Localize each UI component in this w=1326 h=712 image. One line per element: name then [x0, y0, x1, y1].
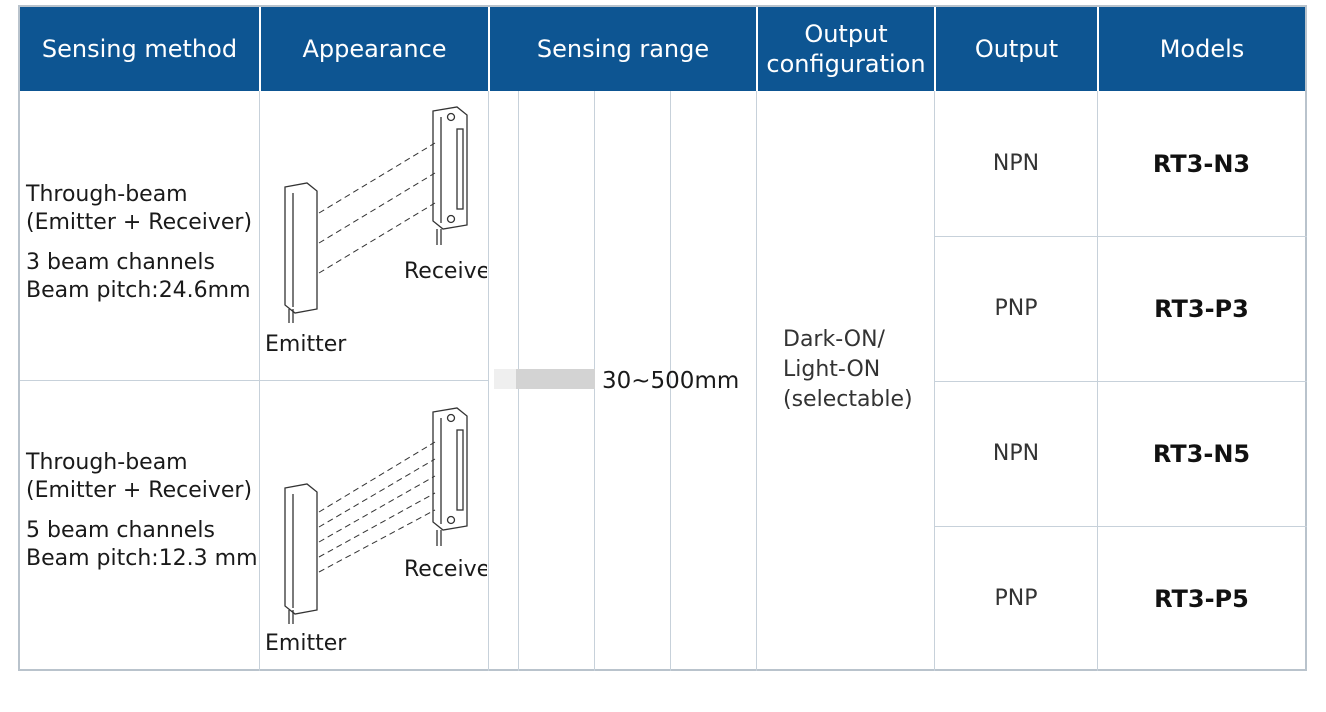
header-output-configuration-line1: Output: [804, 20, 888, 48]
grid-hline: [934, 526, 1307, 527]
model-2: RT3-P3: [1154, 295, 1249, 323]
beam-lines-3: [318, 142, 436, 274]
output-type-4: PNP: [994, 586, 1038, 611]
output-type-2: PNP: [994, 296, 1038, 321]
output-config-line1: Dark-ON/: [783, 327, 885, 352]
output-type-1: NPN: [992, 150, 1040, 176]
output-config-line2: Light-ON: [783, 357, 881, 382]
method-title: Through-beam: [26, 450, 188, 475]
grid-vline: [756, 91, 757, 671]
model-4: RT3-P5: [1154, 585, 1249, 613]
sensing-range-value: 30~500mm: [602, 368, 740, 394]
receiver-body: [432, 407, 468, 531]
receiver-label: Receiver: [404, 259, 487, 284]
beam-channels: 3 beam channels: [26, 250, 215, 275]
receiver-label: Receiver: [404, 557, 487, 582]
product-table: Sensing method Appearance Sensing range …: [18, 5, 1307, 671]
grid-hline: [20, 380, 488, 381]
output-type-3: NPN: [992, 441, 1040, 466]
grid-hline: [934, 381, 1307, 382]
sensing-range-bar: [494, 369, 595, 389]
sensor-drawing-3-beam: Receiver Emitter: [265, 106, 487, 357]
header-appearance-label: Appearance: [302, 35, 447, 63]
method-title: Through-beam: [26, 182, 188, 207]
emitter-label: Emitter: [265, 332, 347, 357]
output-configuration: Dark-ON/ Light-ON (selectable): [783, 325, 913, 415]
grid-vline: [670, 91, 671, 671]
header-models: Models: [1099, 7, 1305, 91]
sensing-method-row2: Through-beam (Emitter + Receiver) 5 beam…: [26, 449, 258, 573]
emitter-body: [284, 483, 318, 615]
model-3: RT3-N5: [1152, 440, 1251, 468]
header-appearance: Appearance: [261, 7, 488, 91]
output-config-line3: (selectable): [783, 387, 913, 412]
receiver-body: [432, 106, 468, 230]
header-output-label: Output: [974, 35, 1059, 63]
beam-pitch: Beam pitch:12.3 mm: [26, 546, 258, 571]
header-sensing-method-label: Sensing method: [41, 35, 238, 63]
header-output-configuration-line2: configuration: [766, 50, 926, 78]
beam-channels: 5 beam channels: [26, 518, 215, 543]
emitter-label: Emitter: [265, 631, 347, 656]
sensor-drawing-5-beam: Receiver Emitter: [265, 407, 487, 656]
grid-hline: [934, 236, 1307, 237]
method-subtitle: (Emitter + Receiver): [26, 478, 253, 503]
header-output: Output: [936, 7, 1097, 91]
grid-vline: [259, 91, 260, 671]
method-subtitle: (Emitter + Receiver): [26, 210, 253, 235]
header-output-configuration: Output configuration: [758, 7, 934, 91]
model-1: RT3-N3: [1152, 149, 1251, 178]
header-sensing-range-label: Sensing range: [536, 35, 710, 63]
header-sensing-range: Sensing range: [490, 7, 756, 91]
header-sensing-method: Sensing method: [20, 7, 259, 91]
emitter-body: [284, 182, 318, 314]
sensing-method-row1: Through-beam (Emitter + Receiver) 3 beam…: [26, 181, 252, 305]
grid-vline: [488, 91, 489, 671]
header-models-label: Models: [1159, 35, 1245, 63]
beam-lines-5: [318, 441, 436, 573]
beam-pitch: Beam pitch:24.6mm: [26, 278, 251, 303]
